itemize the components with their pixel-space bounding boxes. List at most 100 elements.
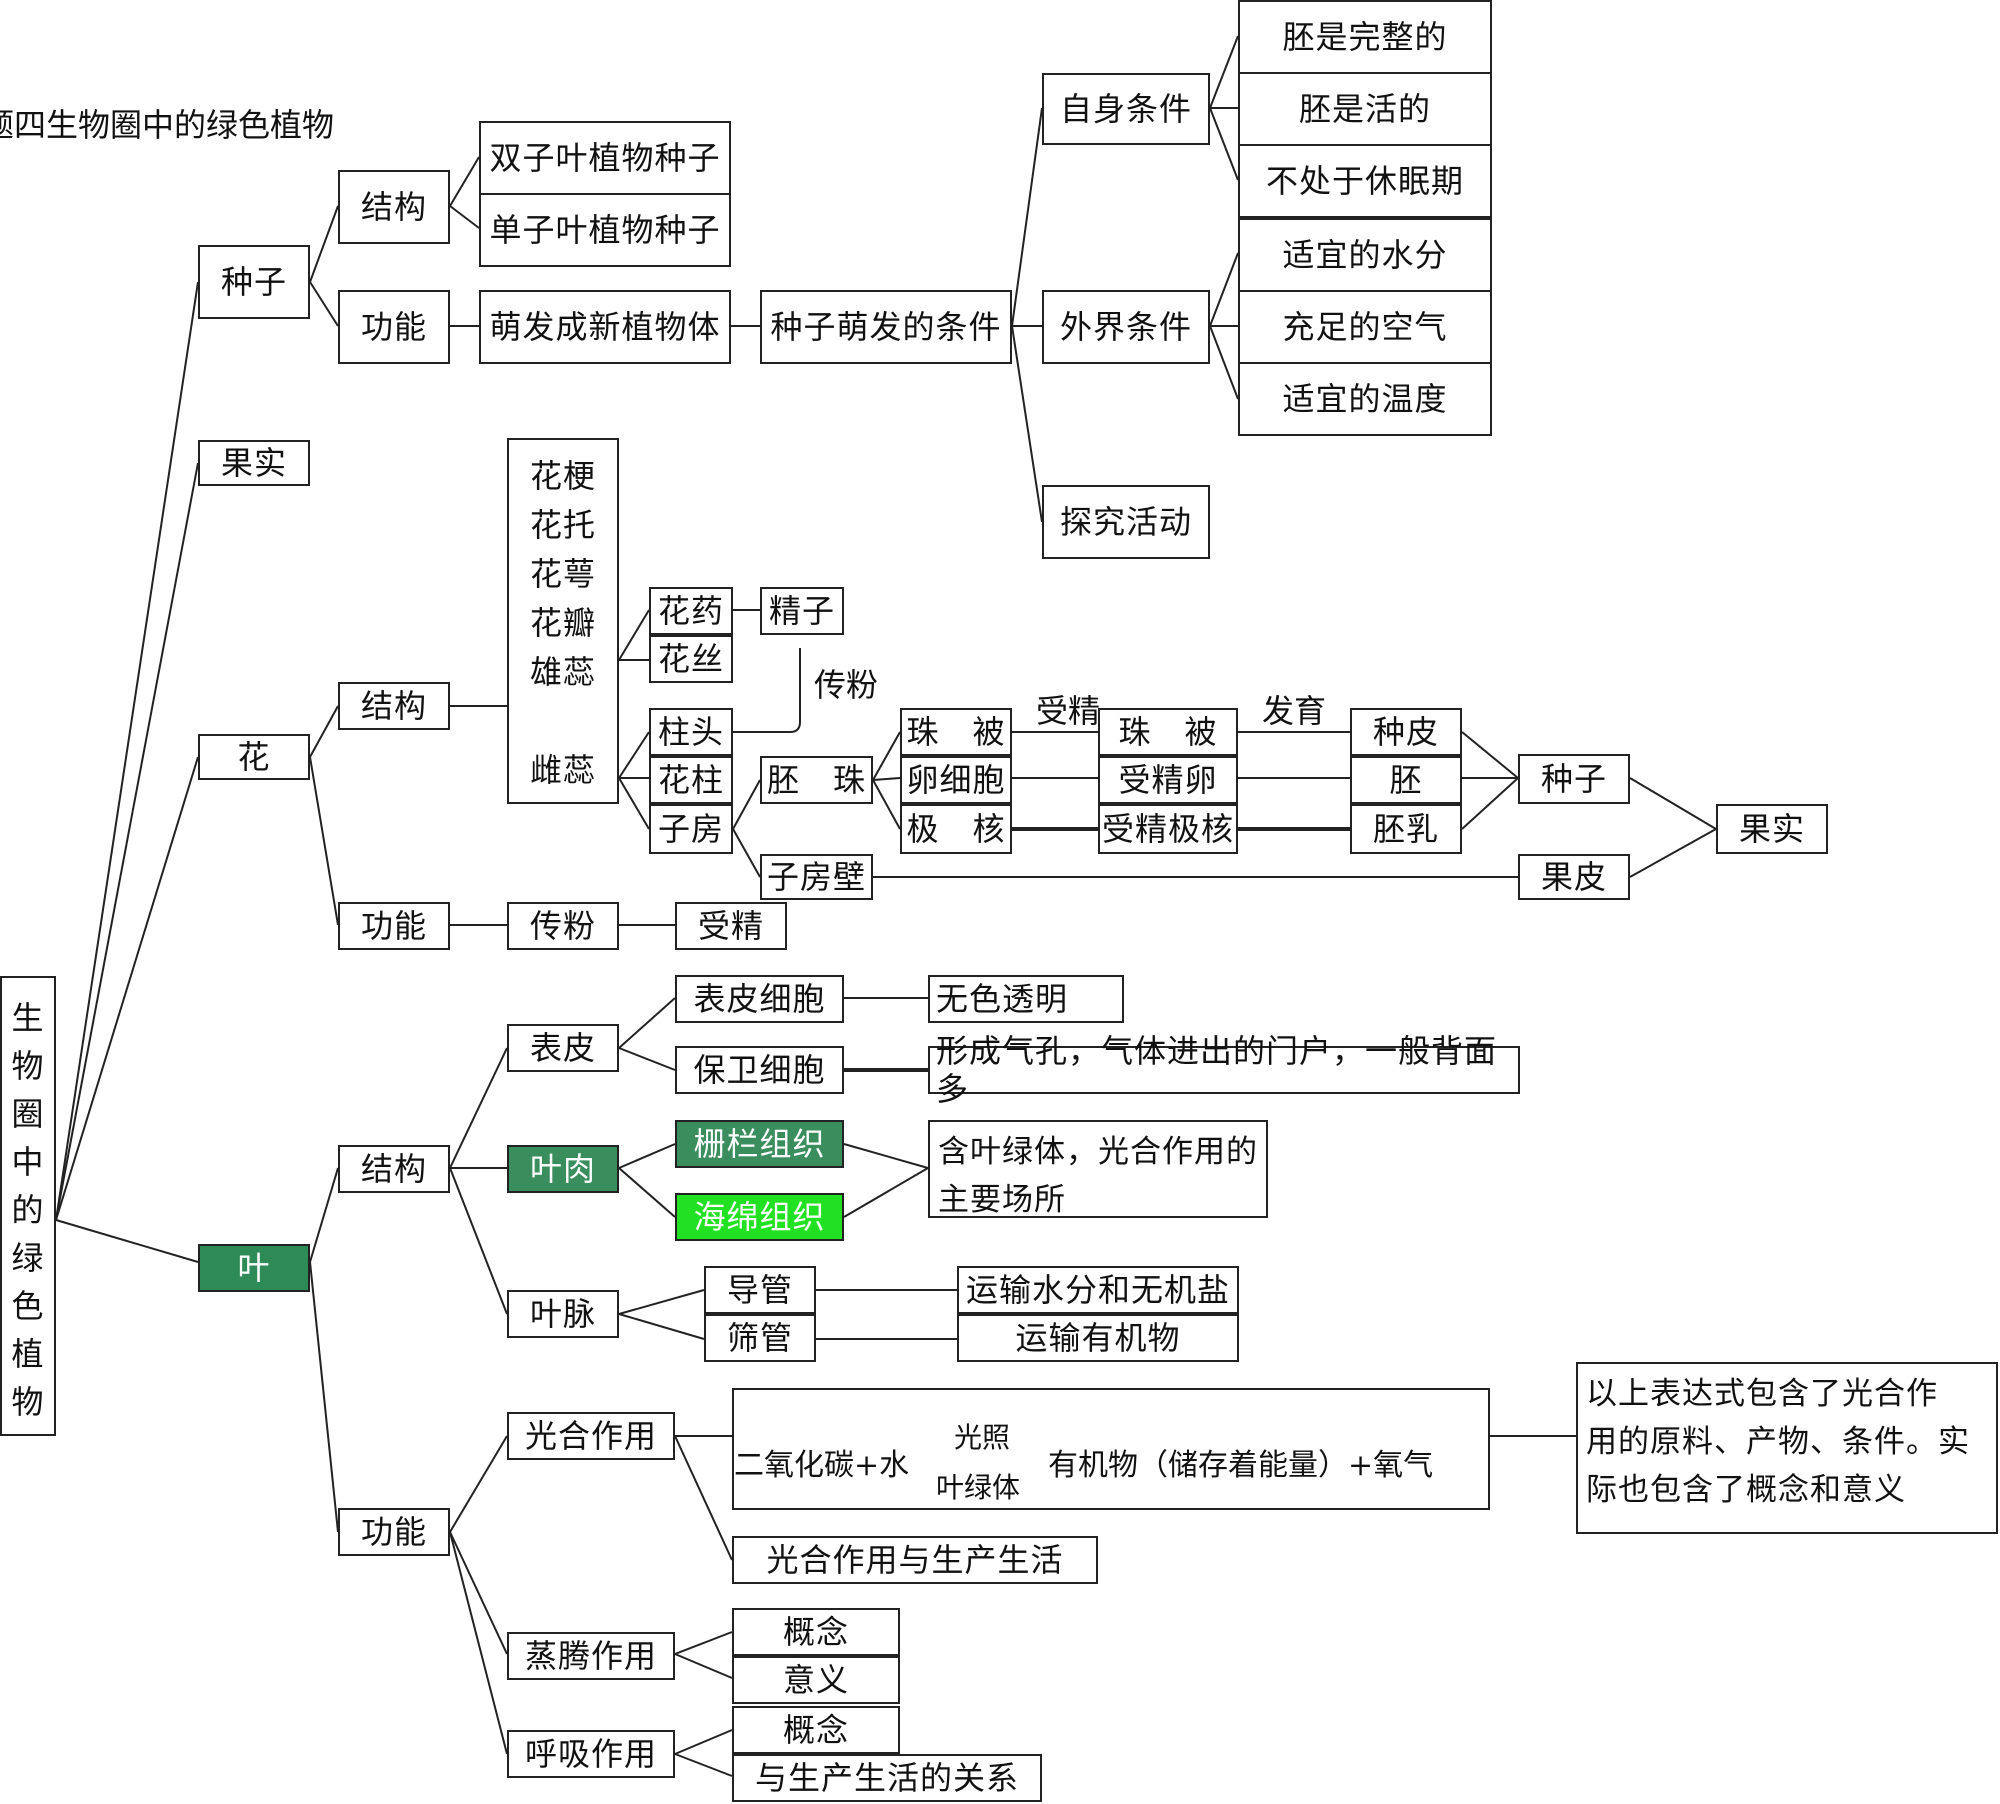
formula-condition-bottom: 叶绿体: [936, 1471, 1021, 1504]
node-fruit: 果实: [198, 440, 310, 486]
result-seed: 种子: [1518, 754, 1630, 804]
flower-structure: 结构: [338, 682, 450, 730]
seed-explore: 探究活动: [1042, 485, 1210, 559]
result-fruit: 果实: [1716, 804, 1828, 854]
mesophyll-desc: 含叶绿体，光合作用的 主要场所: [928, 1120, 1268, 1218]
flower-function: 功能: [338, 902, 450, 950]
resp-concept: 概念: [732, 1706, 900, 1754]
photo-life: 光合作用与生产生活: [732, 1536, 1098, 1584]
root-char: 圈: [11, 1095, 45, 1133]
flower-egg: 卵细胞: [900, 756, 1012, 804]
root-char: 的: [11, 1191, 45, 1229]
fert-integument: 珠 被: [1098, 708, 1238, 756]
formula-note-line: 以上表达式包含了光合作: [1586, 1376, 1938, 1412]
flower-ovary-wall: 子房壁: [760, 854, 873, 900]
fert-polar: 受精极核: [1098, 804, 1238, 854]
flower-part: 花瓣: [529, 604, 596, 642]
seed-dicot: 双子叶植物种子: [479, 121, 731, 195]
flower-stigma: 柱头: [649, 708, 733, 756]
formula-left: 二氧化碳+水: [734, 1448, 910, 1483]
seed-coat: 种皮: [1350, 708, 1462, 756]
root-char: 物: [11, 1047, 45, 1085]
formula-condition-top: 光照: [954, 1421, 1011, 1454]
seed-sprout: 萌发成新植物体: [479, 290, 731, 364]
seed-structure: 结构: [338, 170, 450, 244]
self-item: 胚是活的: [1238, 72, 1492, 146]
formula-note-line: 用的原料、产物、条件。实: [1586, 1424, 1970, 1461]
leaf-mesophyll: 叶肉: [507, 1145, 619, 1193]
guard-cell: 保卫细胞: [675, 1046, 844, 1094]
leaf-function: 功能: [338, 1508, 450, 1556]
flower-style: 花柱: [649, 756, 733, 804]
seed-function: 功能: [338, 290, 450, 364]
epi-cell: 表皮细胞: [675, 975, 844, 1023]
flower-anther: 花药: [649, 587, 733, 635]
spongy-tissue: 海绵组织: [675, 1193, 844, 1241]
flower-part: 花梗: [529, 457, 596, 495]
palisade-tissue: 栅栏组织: [675, 1120, 844, 1168]
flower-parts: 花梗 花托 花萼 花瓣 雄蕊 雌蕊: [507, 438, 619, 804]
photosynthesis-formula-box: [732, 1388, 1490, 1510]
pollination-label: 传粉: [814, 666, 879, 704]
flower-filament: 花丝: [649, 635, 733, 683]
seed-conditions: 种子萌发的条件: [760, 290, 1012, 364]
vein-sieve: 筛管: [704, 1314, 816, 1362]
root-char: 中: [11, 1143, 45, 1181]
flower-pollination: 传粉: [507, 902, 619, 950]
external-item: 适宜的温度: [1238, 362, 1492, 436]
flower-part: 花托: [529, 506, 596, 544]
flower-sperm: 精子: [760, 587, 844, 635]
fertilization-label: 受精: [1036, 692, 1101, 730]
photosynthesis: 光合作用: [507, 1412, 675, 1460]
formula-note-line: 际也包含了概念和意义: [1586, 1472, 1906, 1509]
endosperm: 胚乳: [1350, 804, 1462, 854]
trans-concept: 概念: [732, 1608, 900, 1656]
leaf-structure: 结构: [338, 1145, 450, 1193]
mesophyll-desc-line: 含叶绿体，光合作用的: [938, 1134, 1258, 1170]
vessel-desc: 运输水分和无机盐: [957, 1266, 1239, 1314]
root-char: 生: [11, 999, 45, 1037]
leaf-epidermis: 表皮: [507, 1024, 619, 1072]
self-item: 胚是完整的: [1238, 0, 1492, 74]
seed-self-condition: 自身条件: [1042, 73, 1210, 145]
sieve-desc: 运输有机物: [957, 1314, 1239, 1362]
page-title: 题四生物圈中的绿色植物: [0, 106, 335, 144]
self-item: 不处于休眠期: [1238, 144, 1492, 218]
external-item: 充足的空气: [1238, 290, 1492, 364]
guard-cell-desc: 形成气孔，气体进出的门户，一般背面多: [928, 1032, 1520, 1108]
fert-zygote: 受精卵: [1098, 756, 1238, 804]
trans-meaning: 意义: [732, 1656, 900, 1704]
root-char: 物: [11, 1383, 45, 1421]
formula-right: 有机物（储存着能量）+氧气: [1048, 1448, 1434, 1483]
result-pericarp: 果皮: [1518, 854, 1630, 900]
leaf-vein: 叶脉: [507, 1290, 619, 1338]
flower-part: 花萼: [529, 555, 596, 593]
flower-polar: 极 核: [900, 804, 1012, 854]
flower-part: 雄蕊: [529, 653, 596, 691]
flower-integument: 珠 被: [900, 708, 1012, 756]
node-flower: 花: [198, 734, 310, 780]
respiration: 呼吸作用: [507, 1730, 675, 1778]
seed-external-condition: 外界条件: [1042, 290, 1210, 364]
flower-part: 雌蕊: [529, 751, 596, 789]
mesophyll-desc-line: 主要场所: [938, 1182, 1066, 1219]
flower-ovule: 胚 珠: [760, 756, 873, 804]
epi-cell-desc: 无色透明: [928, 975, 1124, 1023]
embryo: 胚: [1350, 756, 1462, 804]
vein-vessel: 导管: [704, 1266, 816, 1314]
seed-monocot: 单子叶植物种子: [479, 193, 731, 267]
transpiration: 蒸腾作用: [507, 1632, 675, 1680]
flower-ovary: 子房: [649, 804, 733, 854]
resp-life: 与生产生活的关系: [732, 1754, 1042, 1802]
external-item: 适宜的水分: [1238, 218, 1492, 292]
root-node: 生 物 圈 中 的 绿 色 植 物: [0, 976, 56, 1436]
formula-note: 以上表达式包含了光合作 用的原料、产物、条件。实 际也包含了概念和意义: [1576, 1362, 1998, 1534]
develop-label: 发育: [1262, 692, 1327, 730]
root-char: 植: [11, 1335, 45, 1373]
node-leaf: 叶: [198, 1244, 310, 1292]
node-seed: 种子: [198, 245, 310, 319]
root-char: 绿: [11, 1239, 45, 1277]
flower-part: [557, 697, 568, 746]
